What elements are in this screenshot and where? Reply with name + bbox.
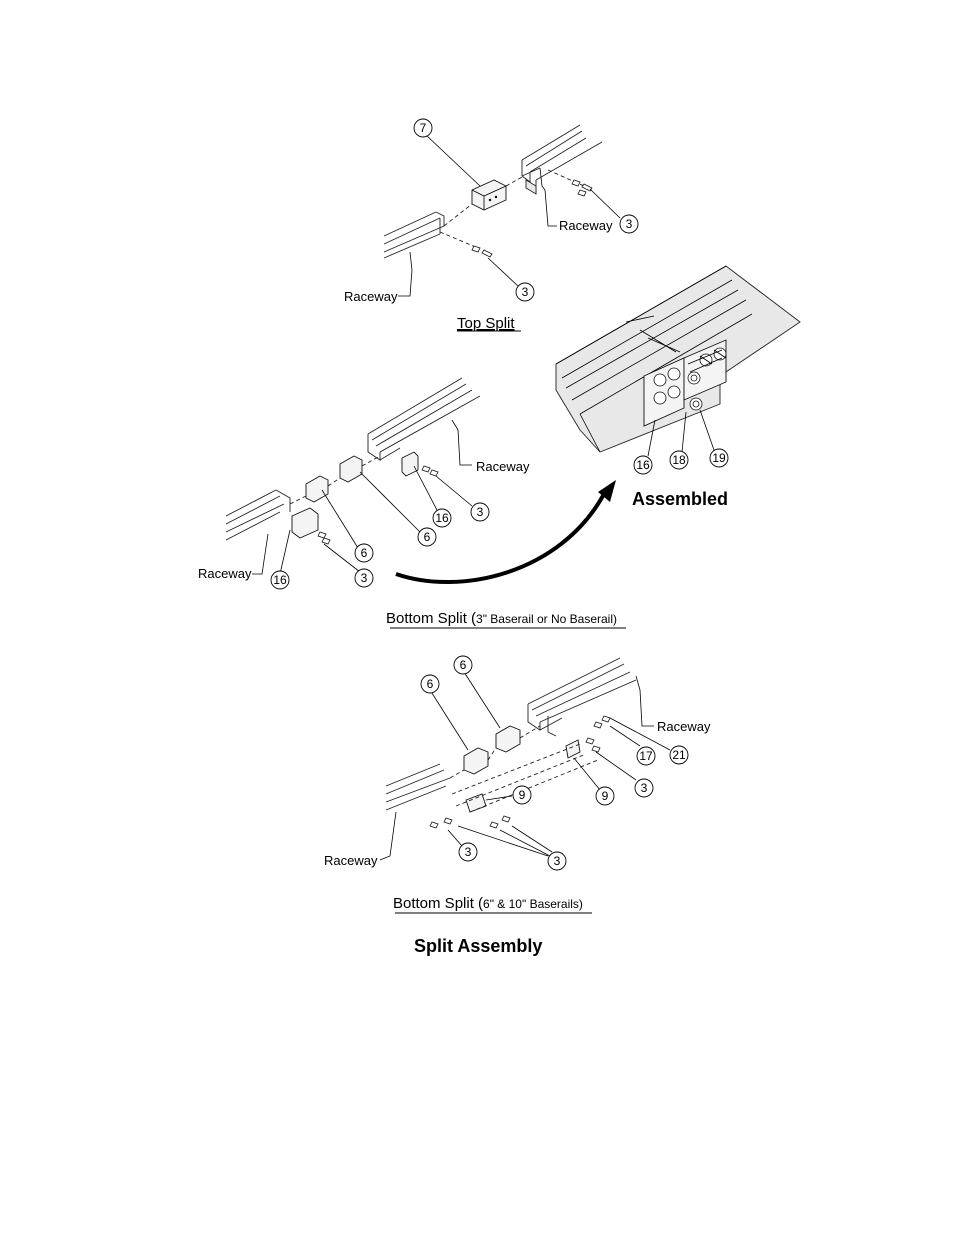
bottom-split-1-drawing xyxy=(225,377,481,575)
assembled-drawing xyxy=(555,265,801,457)
label-raceway-bottom2-right: Raceway xyxy=(657,719,711,734)
callout-16-bottom1-right: 16 xyxy=(435,511,449,525)
callout-16-bottom1-left: 16 xyxy=(273,573,287,587)
callout-3-bottom2-center: 3 xyxy=(554,854,561,868)
callout-6-bottom2-right: 6 xyxy=(460,658,467,672)
part-7-splice-plate xyxy=(471,179,507,211)
callout-3-top-left: 3 xyxy=(522,285,529,299)
label-raceway-top-right: Raceway xyxy=(559,218,613,233)
callout-6-bottom1-right: 6 xyxy=(424,530,431,544)
top-left-raceway xyxy=(383,211,445,271)
top-split-drawing xyxy=(383,124,621,297)
callout-17: 17 xyxy=(639,749,653,763)
label-raceway-bottom2-left: Raceway xyxy=(324,853,378,868)
callout-6-bottom2-left: 6 xyxy=(427,677,434,691)
callout-16-assembled: 16 xyxy=(636,458,650,472)
callout-3-top-right: 3 xyxy=(626,217,633,231)
callout-18: 18 xyxy=(672,453,686,467)
callout-3-bottom2-right: 3 xyxy=(641,781,648,795)
callout-3-bottom1-right: 3 xyxy=(477,505,484,519)
title-assembled: Assembled xyxy=(632,489,728,509)
top-right-raceway xyxy=(521,124,603,195)
label-raceway-bottom1-right: Raceway xyxy=(476,459,530,474)
assembly-arrow xyxy=(395,480,616,585)
top-fasteners xyxy=(471,179,593,258)
caption-bottom-split-1: Bottom Split (3" Baserail or No Baserail… xyxy=(386,610,617,627)
callout-21: 21 xyxy=(672,748,686,762)
callout-9-bottom2-left: 9 xyxy=(519,788,526,802)
callout-7-circle xyxy=(413,118,433,138)
callout-7: 7 xyxy=(420,121,427,135)
caption-bottom-split-2: Bottom Split (6" & 10" Baserails) xyxy=(393,895,583,912)
callout-6-bottom1-left: 6 xyxy=(361,546,368,560)
callout-9-bottom2-right: 9 xyxy=(602,789,609,803)
page-title: Split Assembly xyxy=(414,936,542,956)
caption-top-split: Top Split xyxy=(457,315,515,332)
bottom-split-2-drawing xyxy=(379,657,671,861)
callout-19: 19 xyxy=(712,451,726,465)
callout-3-bottom1-left: 3 xyxy=(361,571,368,585)
label-raceway-top-left: Raceway xyxy=(344,289,398,304)
callout-3-bottom2-left: 3 xyxy=(465,845,472,859)
label-raceway-bottom1-left: Raceway xyxy=(198,566,252,581)
